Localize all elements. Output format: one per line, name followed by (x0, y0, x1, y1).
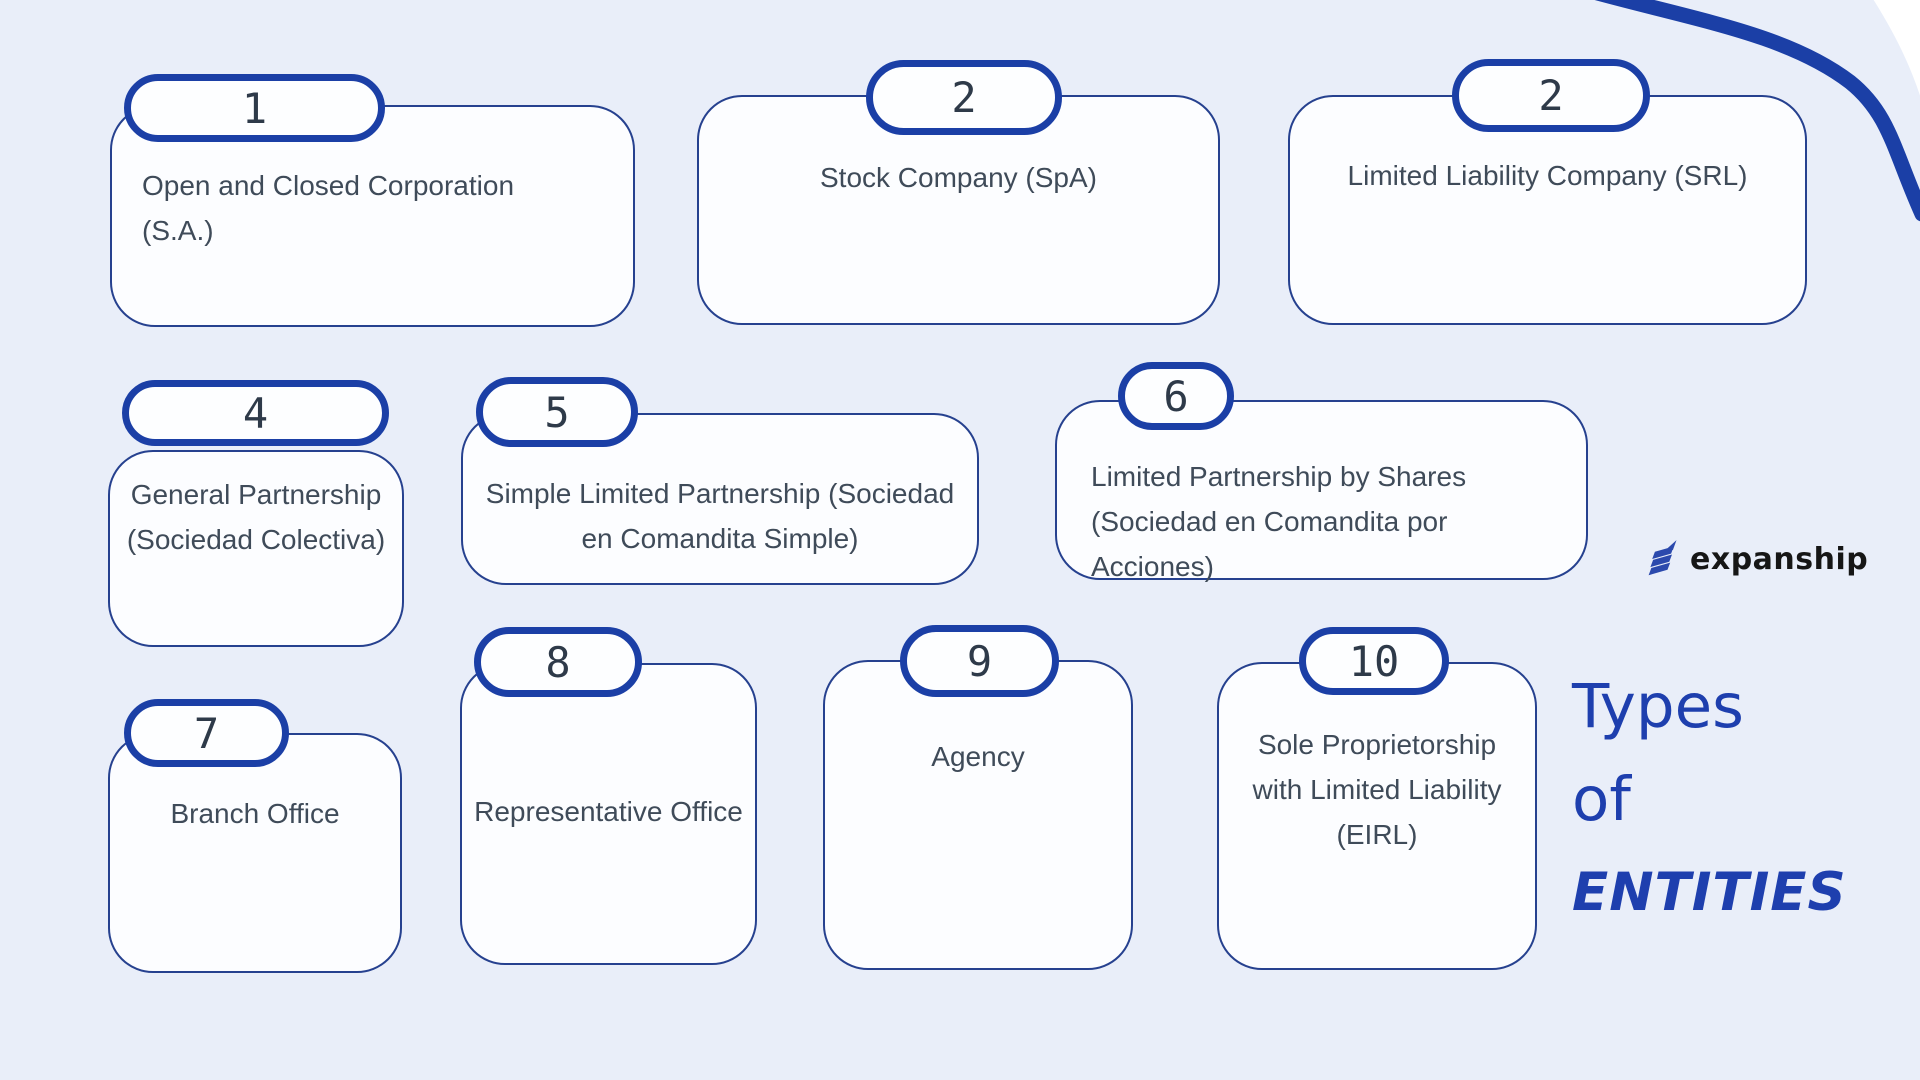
entity-card-stock-company: 2 Stock Company (SpA) (697, 60, 1220, 325)
title-line-entities: ENTITIES (1572, 862, 1847, 923)
entity-label: Sole Proprietorship with Limited Liabili… (1252, 729, 1502, 850)
entity-number-badge: 8 (474, 627, 642, 697)
entity-number-badge: 7 (124, 699, 289, 767)
entity-number: 5 (544, 387, 570, 437)
entity-number-badge: 6 (1118, 362, 1234, 430)
title-line-types: Types (1572, 671, 1744, 742)
entity-label: Stock Company (SpA) (820, 162, 1097, 193)
entity-number: 4 (242, 388, 269, 438)
entity-number-badge: 1 (124, 74, 385, 142)
entity-card-limited-liability-company: 2 Limited Liability Company (SRL) (1288, 59, 1807, 325)
entity-number-badge: 9 (900, 625, 1059, 697)
entity-number: 2 (951, 73, 977, 122)
expanship-logo: expanship (1645, 538, 1868, 580)
entity-label: General Partnership (Sociedad Colectiva) (126, 479, 386, 555)
entity-card-sole-proprietorship: 10 Sole Proprietorship with Limited Liab… (1217, 627, 1537, 970)
entity-number-badge: 4 (122, 380, 389, 446)
expanship-logo-text: expanship (1690, 541, 1869, 577)
entity-number: 10 (1348, 636, 1400, 686)
entity-number-badge: 10 (1299, 627, 1449, 695)
entity-card-simple-limited-partnership: 5 Simple Limited Partnership (Sociedad e… (461, 377, 979, 585)
entity-label: Agency (931, 741, 1025, 772)
entity-card-general-partnership: 4 General Partnership (Sociedad Colectiv… (108, 380, 404, 647)
entity-label: Simple Limited Partnership (Sociedad en … (485, 478, 955, 554)
entity-card-branch-office: 7 Branch Office (108, 699, 402, 973)
entity-number-badge: 2 (866, 60, 1062, 135)
entity-label: Branch Office (170, 798, 340, 829)
entity-number-badge: 2 (1452, 59, 1650, 132)
entity-label: Representative Office (474, 796, 743, 827)
poster-title: Types of ENTITIES (1572, 660, 1902, 939)
entity-card-limited-partnership-by-shares: 6 Limited Partnership by Shares (Socieda… (1055, 362, 1588, 582)
entity-number: 1 (241, 83, 268, 133)
entity-card-representative-office: 8 Representative Office (460, 627, 757, 965)
entity-number: 2 (1538, 71, 1564, 120)
entity-label: Open and Closed Corporation (S.A.) (142, 170, 515, 246)
entity-card-agency: 9 Agency (823, 625, 1133, 970)
entity-number: 8 (545, 637, 571, 687)
entity-number: 6 (1163, 371, 1189, 421)
entity-number: 7 (193, 708, 220, 758)
expanship-stripes-arrow-icon (1648, 540, 1677, 576)
entity-number-badge: 5 (476, 377, 638, 447)
entity-number: 9 (966, 636, 993, 686)
entity-label: Limited Partnership by Shares (Sociedad … (1091, 461, 1467, 582)
title-line-of: of (1572, 764, 1631, 835)
entity-card-open-closed-corporation: 1 Open and Closed Corporation (S.A.) (110, 74, 635, 327)
